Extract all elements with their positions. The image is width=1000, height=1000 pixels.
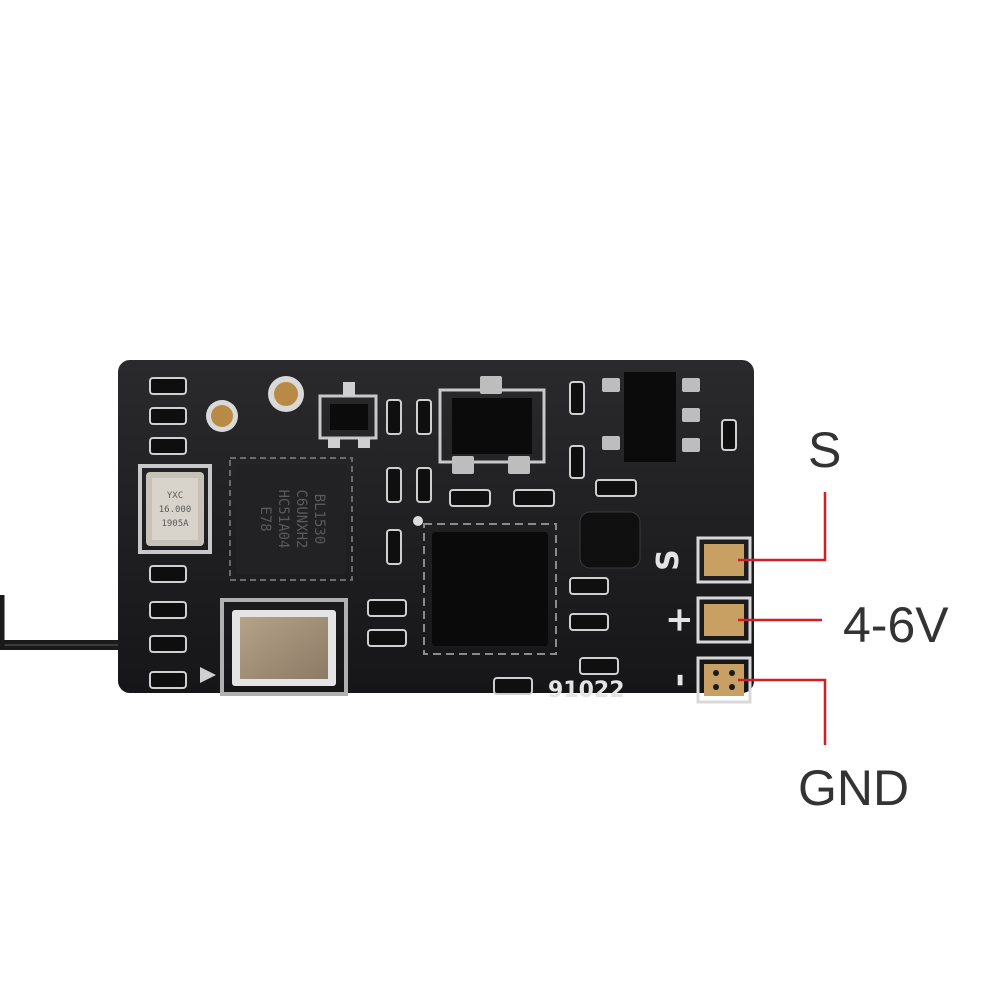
gold-vias (206, 376, 304, 432)
left-resistor-column (149, 377, 187, 689)
chip-marking-line-4: E78 (257, 506, 273, 531)
power-pad (696, 596, 752, 644)
callout-lines (738, 492, 827, 745)
callout-label-power: 4-6V (843, 597, 949, 653)
rf-chip: BL1530 C6UNXH2 HC51A04 E78 (229, 457, 353, 581)
crystal-marking-line-1: YXC (167, 491, 183, 501)
small-crystal: YXC 16.000 1905A (138, 464, 212, 554)
large-crystal (200, 598, 348, 696)
smd-passives (367, 381, 737, 695)
silk-minus: - (659, 673, 699, 687)
callout-label-signal: S (808, 422, 842, 478)
crystal-marking-line-2: 16.000 (159, 505, 192, 515)
chip-marking-line-3: HC51A04 (275, 489, 291, 548)
crystal-marking-line-3: 1905A (161, 519, 189, 529)
callout-line-ground (738, 678, 827, 745)
callout-line-signal (738, 492, 827, 562)
silk-plus: + (659, 606, 699, 635)
top-transistors (318, 376, 546, 474)
chip-marking-line-2: C6UNXH2 (293, 489, 309, 548)
antenna-wire (0, 595, 130, 650)
callout-label-ground: GND (798, 760, 910, 816)
ground-pad (696, 656, 752, 704)
silk-s: S (651, 549, 686, 571)
silk-board-code: 91022 (548, 678, 625, 703)
mcu-chip (413, 516, 557, 655)
via-grid (579, 511, 641, 569)
ldo-chip (602, 372, 700, 462)
pcb-board (118, 360, 754, 693)
chip-marking-line-1: BL1530 (311, 494, 327, 545)
